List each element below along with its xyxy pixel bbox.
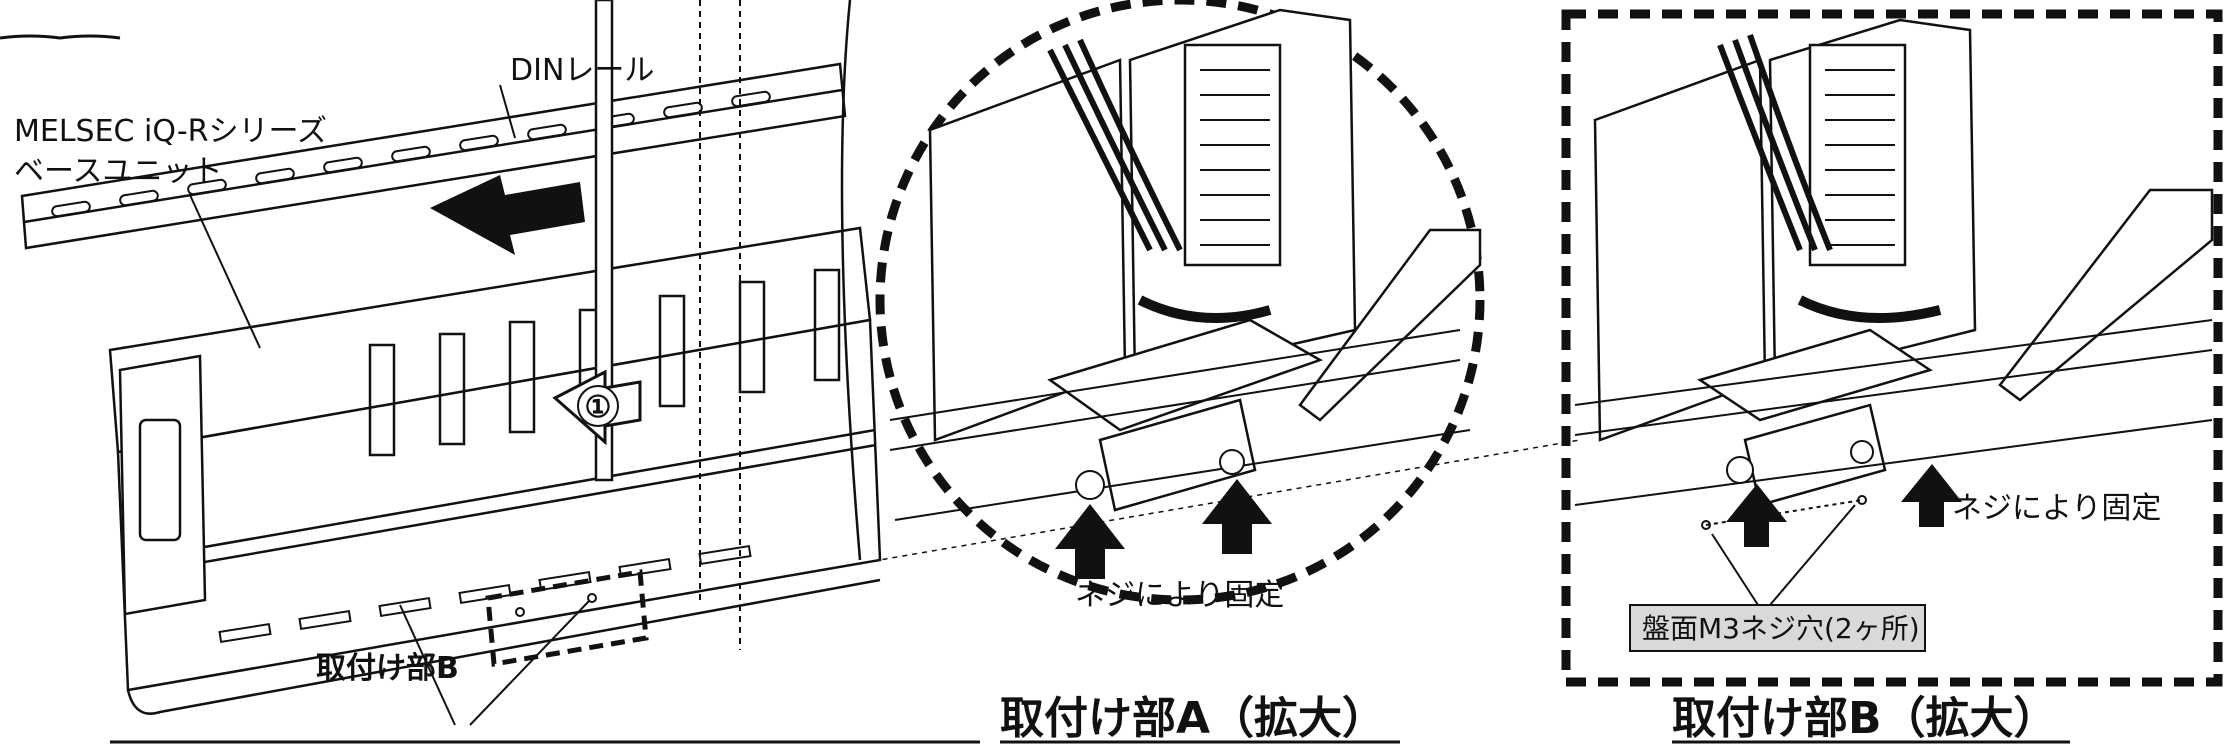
leader-lines <box>189 84 591 726</box>
detail-b-frame <box>1561 9 2223 687</box>
base-unit-drawing <box>108 226 882 715</box>
arrow-up-icon <box>1202 479 1272 554</box>
guide-lines <box>594 0 862 650</box>
mount-a-caption: 取付け部A（拡大） <box>1000 693 1386 744</box>
detail-b-panel: ネジにより固定 盤面M3ネジ穴(2ヶ所) 取付け部B（拡大） <box>1561 9 2223 744</box>
fix-screw-b-label: ネジにより固定 <box>1952 491 2161 526</box>
step-arrow: ① <box>552 369 642 446</box>
overview-panel: ① DINレール MELSEC iQ-Rシリーズ ベースユニット 取付け部B <box>0 0 1581 744</box>
mount-b-caption: 取付け部B（拡大） <box>1672 693 2058 744</box>
mount-b-callout <box>485 439 1581 667</box>
arrow-up-icon <box>1901 464 1962 527</box>
screw-holes-label: 盤面M3ネジ穴(2ヶ所) <box>1642 612 1920 645</box>
base-unit-label-2: ベースユニット <box>14 154 223 189</box>
fix-screw-a-label: ネジにより固定 <box>1075 578 1284 613</box>
mount-b-small-label: 取付け部B <box>316 651 459 686</box>
base-unit-label-1: MELSEC iQ-Rシリーズ <box>14 114 327 149</box>
arrow-left-icon <box>430 175 585 255</box>
detail-a-panel: ネジにより固定 取付け部A（拡大） <box>875 0 1485 744</box>
detail-a-circle <box>875 0 1485 605</box>
arrow-up-icon <box>1726 484 1787 547</box>
step-number: ① <box>585 390 612 425</box>
din-rail-label: DINレール <box>510 53 654 88</box>
screw-holes-label-box <box>1629 604 1926 652</box>
arrow-up-icon <box>1055 504 1125 579</box>
din-rail-drawing <box>20 62 847 250</box>
